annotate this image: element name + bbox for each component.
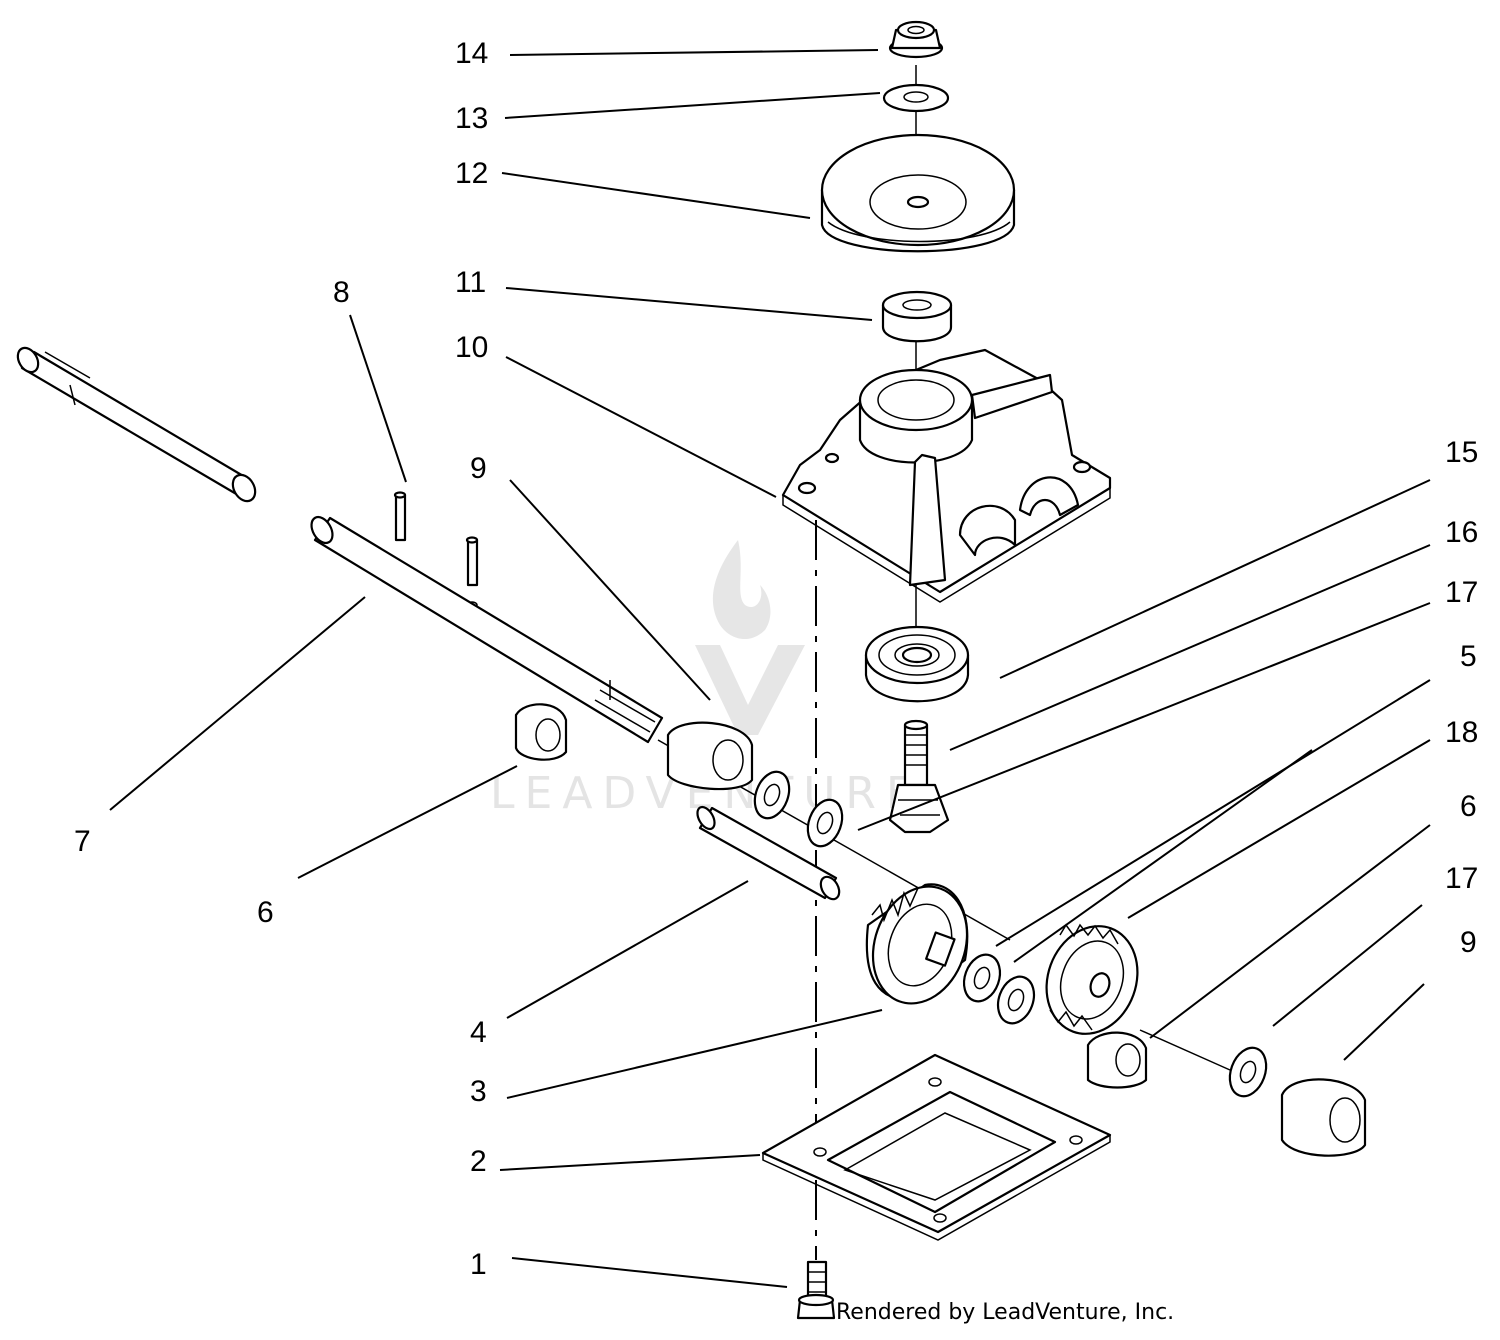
- part-4-shaft: [696, 805, 841, 901]
- part-11-spacer: [881, 290, 953, 343]
- part-7-axle-shaft: [16, 346, 257, 503]
- callout-6-left: 6: [257, 896, 274, 929]
- part-17-washer: [753, 770, 791, 820]
- part-2-cover-plate: [761, 1053, 1112, 1241]
- callout-8: 8: [333, 276, 350, 309]
- callout-17-bottom: 17: [1445, 862, 1478, 895]
- callout-4: 4: [470, 1016, 487, 1049]
- callout-5: 5: [1460, 640, 1477, 673]
- callout-6-right: 6: [1460, 790, 1477, 823]
- part-16-pinion-shaft: [888, 719, 950, 834]
- part-14-flange-nut: [888, 20, 944, 59]
- part-8-pin: [465, 536, 479, 609]
- flame-logo-icon: [712, 540, 771, 640]
- part-1-bolt: [796, 1260, 836, 1320]
- part-12-pulley: [820, 133, 1016, 253]
- callout-9-right: 9: [1460, 926, 1477, 959]
- callout-18: 18: [1445, 716, 1478, 749]
- axis-line: [1139, 1029, 1231, 1071]
- part-5-washer: [962, 953, 1002, 1003]
- part-18-spur-gear: [1045, 923, 1139, 1035]
- part-9-bushing: [666, 721, 754, 791]
- v-logo-icon: [695, 645, 805, 735]
- callout-9-left: 9: [470, 452, 487, 485]
- callout-1: 1: [470, 1248, 487, 1281]
- callout-10: 10: [455, 331, 488, 364]
- part-13-washer: [882, 83, 950, 113]
- callout-17-top: 17: [1445, 576, 1478, 609]
- callout-13: 13: [455, 102, 488, 135]
- leader-lines: [109, 49, 1431, 1288]
- render-credit: Rendered by LeadVenture, Inc.: [836, 1300, 1175, 1325]
- part-3-bevel-gear: [865, 883, 969, 1005]
- part-6-bushing-left: [514, 703, 568, 761]
- part-17-washer: [806, 798, 844, 848]
- part-6-bushing-right: [1086, 1031, 1148, 1089]
- part-10-gear-case: [781, 348, 1112, 603]
- callout-labels: 14 13 12 11 10 8 9 7 6 4 3 2 1 15 16 17 …: [74, 37, 1478, 1281]
- part-15-bearing: [864, 625, 970, 703]
- callout-15: 15: [1445, 436, 1478, 469]
- callout-7: 7: [74, 825, 91, 858]
- callout-12: 12: [455, 157, 488, 190]
- callout-14: 14: [455, 37, 488, 70]
- callout-11: 11: [455, 266, 486, 299]
- part-5-washer: [996, 975, 1036, 1025]
- callout-2: 2: [470, 1145, 487, 1178]
- callout-3: 3: [470, 1075, 487, 1108]
- part-17-washer-right: [1228, 1046, 1268, 1098]
- part-9-bushing-right: [1280, 1078, 1367, 1157]
- callout-16: 16: [1445, 516, 1478, 549]
